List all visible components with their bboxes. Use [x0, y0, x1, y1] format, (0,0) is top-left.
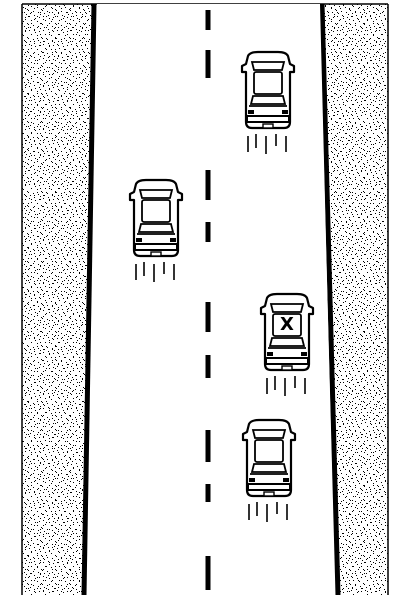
car-marker-label: X	[280, 314, 294, 335]
